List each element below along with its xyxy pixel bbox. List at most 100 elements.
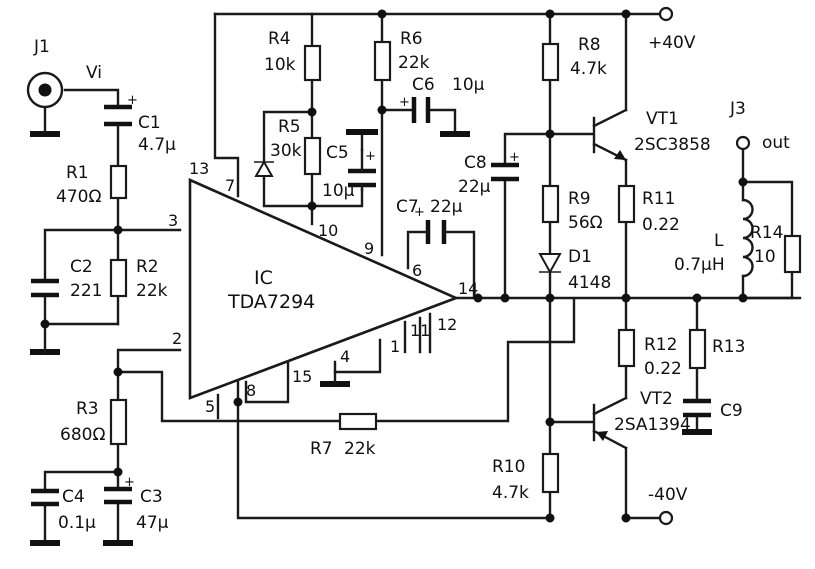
label-c7-value: 22μ [430, 197, 463, 217]
c7-polarity: + [414, 205, 425, 220]
label-r1: R1 [66, 163, 89, 183]
pin-5: 5 [205, 397, 215, 416]
c3-polarity: + [124, 475, 135, 490]
component-labels: J1 Vi C1 4.7μ R1 470Ω C2 221 R2 22k R3 6… [33, 29, 790, 533]
label-c4: C4 [62, 487, 85, 507]
label-r10-value: 4.7k [492, 483, 529, 503]
label-c2: C2 [70, 257, 93, 277]
capacitor-c1 [104, 104, 132, 127]
resistor-r11 [617, 184, 636, 224]
capacitor-c7 [425, 220, 447, 244]
label-l-value: 0.7μH [674, 255, 725, 275]
pin-12: 12 [437, 315, 457, 334]
label-r11: R11 [642, 189, 675, 209]
label-vi: Vi [86, 63, 102, 83]
pin-11: 11 [410, 321, 430, 340]
resistor-r1 [109, 164, 128, 200]
label-c9: C9 [720, 401, 743, 421]
ic-part-label: TDA7294 [227, 291, 315, 313]
label-r2-value: 22k [136, 281, 168, 301]
label-c1-value: 4.7μ [138, 135, 176, 155]
diode-d1 [538, 253, 562, 275]
label-r11-value: 0.22 [642, 215, 680, 235]
resistor-r13 [688, 328, 707, 370]
label-j3: J3 [729, 99, 746, 119]
c1-polarity: + [127, 93, 138, 108]
capacitor-c8 [491, 162, 519, 182]
label-r3-value: 680Ω [60, 425, 105, 445]
label-c3: C3 [140, 487, 163, 507]
label-r7-value: 22k [344, 439, 376, 459]
label-c6-value: 10μ [452, 75, 485, 95]
capacitor-c9 [683, 398, 711, 418]
label-c8: C8 [464, 153, 487, 173]
label-out: out [762, 133, 790, 153]
label-r9-value: 56Ω [568, 213, 603, 233]
c6-polarity: + [399, 95, 410, 110]
ic-name-label: IC [254, 267, 273, 289]
ic-tda7294: IC TDA7294 [188, 178, 460, 400]
grounds [30, 98, 712, 546]
label-c3-value: 47μ [136, 513, 169, 533]
pin-1: 1 [390, 337, 400, 356]
resistor-r8 [541, 42, 560, 82]
resistor-r5 [303, 136, 322, 176]
label-c2-value: 221 [70, 281, 102, 301]
label-r13: R13 [712, 337, 745, 357]
label-d1: D1 [568, 247, 592, 267]
resistor-r6 [373, 40, 392, 82]
ic-pin-labels: 13 7 3 2 10 9 6 14 12 11 1 4 15 8 5 [168, 159, 478, 416]
label-d1-value: 4148 [568, 273, 611, 293]
pin-6: 6 [412, 261, 422, 280]
label-r8: R8 [578, 35, 601, 55]
label-r9: R9 [568, 189, 591, 209]
pin-4: 4 [340, 347, 350, 366]
transistor-vt1 [592, 108, 628, 162]
capacitors: + + + + + + [31, 93, 711, 507]
diode-r5-branch [254, 159, 274, 177]
resistor-r10 [541, 452, 560, 494]
terminal-plus40v [658, 6, 674, 22]
label-c8-value: 22μ [458, 177, 491, 197]
inductor-l [741, 198, 754, 278]
label-r12: R12 [644, 335, 677, 355]
capacitor-c4 [31, 488, 59, 507]
resistor-r9 [541, 184, 560, 224]
pin-3: 3 [168, 211, 178, 230]
pin-15: 15 [292, 367, 312, 386]
junctions [40, 9, 748, 523]
transistor-vt2 [592, 396, 628, 450]
label-r5-value: 30k [270, 141, 302, 161]
pin-13: 13 [189, 159, 209, 178]
label-r14-value: 10 [754, 247, 776, 267]
label-vt2-value: 2SA1394 [614, 415, 691, 435]
label-vt2: VT2 [640, 389, 673, 409]
label-r2: R2 [136, 257, 159, 277]
label-r12-value: 0.22 [644, 359, 682, 379]
resistor-r2 [109, 258, 128, 298]
label-r4-value: 10k [264, 55, 296, 75]
label-plus40v: +40V [648, 33, 696, 53]
capacitor-c5 [348, 148, 376, 192]
label-vt1: VT1 [646, 109, 679, 129]
capacitor-c6 [411, 97, 431, 123]
resistor-r3 [109, 398, 128, 446]
pin-9: 9 [364, 239, 374, 258]
label-r14: R14 [750, 223, 783, 243]
label-r10: R10 [492, 457, 525, 477]
label-c5-value: 10μ [322, 181, 355, 201]
pin-10: 10 [318, 221, 338, 240]
label-c4-value: 0.1μ [58, 513, 96, 533]
label-r4: R4 [268, 29, 291, 49]
resistors [109, 40, 802, 494]
label-r6-value: 22k [398, 53, 430, 73]
label-c6: C6 [412, 75, 435, 95]
label-r6: R6 [400, 29, 423, 49]
label-r7: R7 [310, 439, 333, 459]
label-vt1-value: 2SC3858 [634, 135, 711, 155]
label-l: L [714, 231, 724, 251]
c8-polarity: + [509, 150, 520, 165]
terminals [26, 6, 751, 526]
pin-7: 7 [225, 176, 235, 195]
